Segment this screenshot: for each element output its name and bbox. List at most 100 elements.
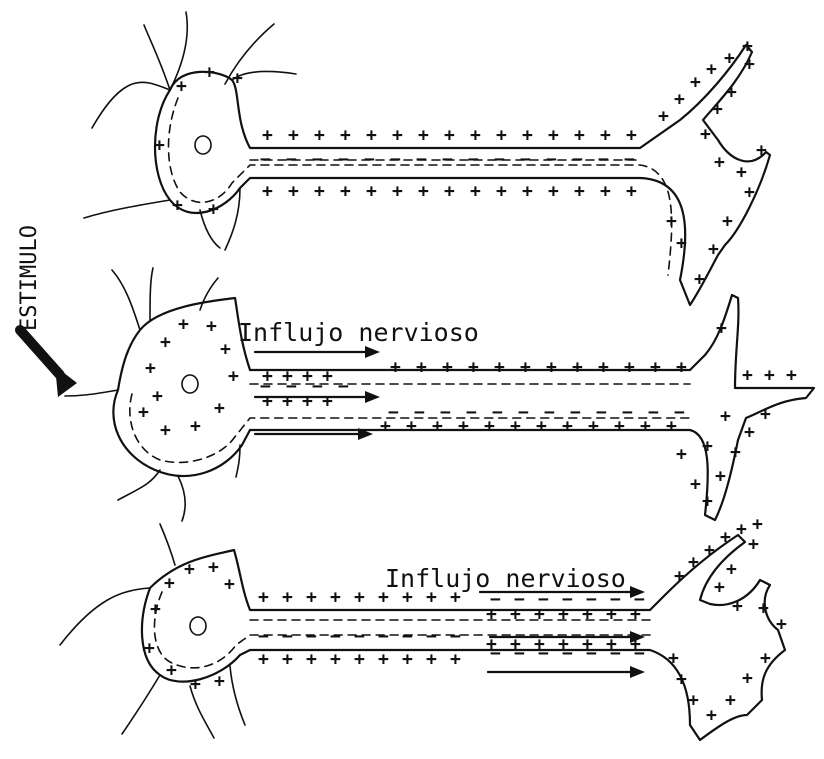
negative-charge-bottom-18: −	[538, 643, 549, 664]
negative-charge-bottom-16: −	[490, 643, 501, 664]
negative-charge-bottom-7: −	[258, 626, 269, 647]
positive-charge-top-19: +	[366, 181, 377, 202]
positive-charge-bottom-14: +	[378, 649, 389, 670]
positive-charge-middle-6: +	[546, 357, 557, 378]
positive-charge-middle-9: +	[624, 357, 635, 378]
positive-charge-bottom-45: +	[736, 519, 747, 540]
negative-charge-middle-11: −	[674, 402, 685, 423]
positive-charge-bottom-54: +	[742, 668, 753, 689]
positive-charge-middle-24: +	[145, 358, 156, 379]
negative-charge-top-12: −	[572, 149, 583, 170]
positive-charge-bottom-15: +	[402, 649, 413, 670]
positive-charge-middle-46: +	[760, 404, 771, 425]
positive-charge-top-31: +	[204, 62, 215, 83]
negative-charge-top-2: −	[312, 149, 323, 170]
positive-charge-top-48: +	[756, 140, 767, 161]
positive-charge-middle-26: +	[160, 332, 171, 353]
positive-charge-middle-11: +	[676, 357, 687, 378]
positive-charge-top-14: +	[626, 125, 637, 146]
positive-charge-middle-7: +	[572, 357, 583, 378]
positive-charge-middle-51: +	[690, 474, 701, 495]
positive-charge-bottom-32: +	[164, 573, 175, 594]
positive-charge-middle-31: +	[214, 398, 225, 419]
positive-charge-top-43: +	[726, 82, 737, 103]
positive-charge-top-46: +	[714, 152, 725, 173]
positive-charge-top-0: +	[262, 125, 273, 146]
positive-charge-top-4: +	[366, 125, 377, 146]
positive-charge-middle-55: +	[716, 318, 727, 339]
negative-charge-top-13: −	[598, 149, 609, 170]
negative-charge-bottom-17: −	[514, 643, 525, 664]
impulse-arrow-head-2	[365, 391, 380, 403]
positive-charge-top-26: +	[548, 181, 559, 202]
positive-charge-bottom-40: +	[214, 671, 225, 692]
positive-charge-bottom-12: +	[330, 649, 341, 670]
positive-charge-bottom-48: +	[726, 559, 737, 580]
positive-charge-top-17: +	[314, 181, 325, 202]
positive-charge-bottom-50: +	[732, 596, 743, 617]
positive-charge-bottom-9: +	[258, 649, 269, 670]
negative-charge-bottom-22: −	[634, 643, 645, 664]
positive-charge-bottom-57: +	[688, 690, 699, 711]
positive-charge-middle-1: +	[416, 357, 427, 378]
impulse-label-bottom: Influjo nervioso	[385, 564, 626, 593]
positive-charge-bottom-52: +	[776, 614, 787, 635]
positive-charge-top-16: +	[288, 181, 299, 202]
positive-charge-top-30: +	[176, 76, 187, 97]
positive-charge-top-15: +	[262, 181, 273, 202]
positive-charge-top-34: +	[172, 195, 183, 216]
positive-charge-middle-27: +	[178, 314, 189, 335]
positive-charge-middle-47: +	[744, 422, 755, 443]
negative-charge-bottom-9: −	[306, 626, 317, 647]
positive-charge-top-11: +	[548, 125, 559, 146]
negative-charge-middle-1: −	[414, 402, 425, 423]
positive-charge-bottom-59: +	[668, 648, 679, 669]
negative-charge-bottom-14: −	[426, 626, 437, 647]
positive-charge-middle-38: +	[322, 366, 333, 387]
negative-charge-top-4: −	[364, 149, 375, 170]
positive-charge-top-45: +	[700, 124, 711, 145]
negative-charge-top-6: −	[416, 149, 427, 170]
positive-charge-top-38: +	[690, 72, 701, 93]
positive-charge-middle-4: +	[494, 357, 505, 378]
negative-charge-top-11: −	[546, 149, 557, 170]
positive-charge-bottom-46: +	[752, 514, 763, 535]
positive-charge-middle-2: +	[442, 357, 453, 378]
positive-charge-top-54: +	[666, 211, 677, 232]
positive-charge-top-27: +	[574, 181, 585, 202]
positive-charge-top-32: +	[232, 68, 243, 89]
impulse-arrow-head-1	[365, 346, 380, 358]
positive-charge-top-8: +	[470, 125, 481, 146]
positive-charge-middle-29: +	[220, 339, 231, 360]
positive-charge-bottom-44: +	[720, 527, 731, 548]
positive-charge-bottom-17: +	[450, 649, 461, 670]
positive-charge-top-2: +	[314, 125, 325, 146]
negative-charge-top-9: −	[494, 149, 505, 170]
positive-charge-middle-45: +	[786, 365, 797, 386]
positive-charge-middle-30: +	[228, 366, 239, 387]
negative-charge-top-0: −	[260, 149, 271, 170]
propagating-neuron	[60, 524, 785, 740]
negative-charge-middle-9: −	[622, 402, 633, 423]
negative-charge-top-7: −	[442, 149, 453, 170]
positive-charge-middle-43: +	[742, 365, 753, 386]
positive-charge-middle-28: +	[206, 316, 217, 337]
positive-charge-middle-0: +	[390, 357, 401, 378]
negative-charge-middle-13: −	[286, 376, 297, 397]
positive-charge-middle-50: +	[702, 491, 713, 512]
positive-charge-bottom-55: +	[725, 690, 736, 711]
positive-charge-top-36: +	[658, 106, 669, 127]
positive-charge-top-6: +	[418, 125, 429, 146]
positive-charge-middle-3: +	[468, 357, 479, 378]
positive-charge-middle-48: +	[730, 442, 741, 463]
positive-charge-top-28: +	[600, 181, 611, 202]
negative-charge-bottom-12: −	[378, 626, 389, 647]
positive-charge-top-23: +	[470, 181, 481, 202]
positive-charge-top-1: +	[288, 125, 299, 146]
positive-charge-top-7: +	[444, 125, 455, 146]
positive-charge-bottom-47: +	[748, 534, 759, 555]
positive-charge-middle-44: +	[764, 365, 775, 386]
positive-charge-middle-33: +	[160, 420, 171, 441]
positive-charge-top-49: +	[744, 182, 755, 203]
